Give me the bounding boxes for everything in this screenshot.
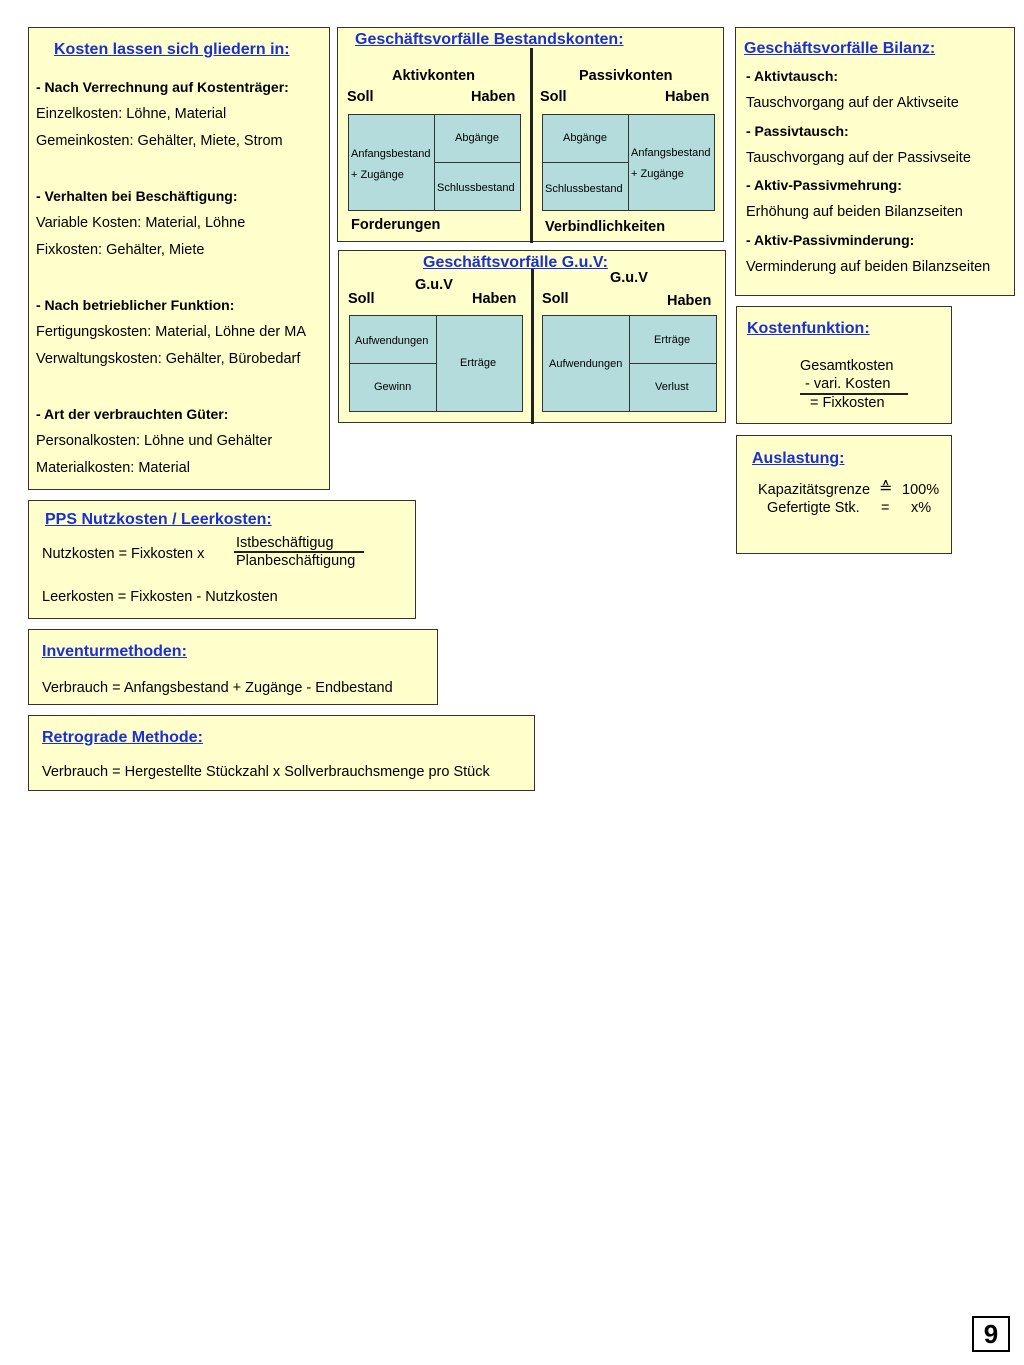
pps-fraction-denominator: Planbeschäftigung — [236, 553, 356, 569]
inventur-title: Inventurmethoden: — [42, 643, 187, 660]
passivkonten-label: Passivkonten — [579, 68, 673, 84]
guv-left-soll-bottom-cell — [349, 363, 437, 412]
guv-right-soll-cell — [542, 315, 630, 412]
kostenfunktion-title: Kostenfunktion: — [747, 320, 870, 337]
guv-right-verlust: Verlust — [655, 381, 689, 393]
guv-right-ertraege: Erträge — [654, 334, 691, 346]
bilanz-heading-4: - Aktiv-Passivminderung: — [746, 232, 915, 248]
bilanz-line-3: Erhöhung auf beiden Bilanzseiten — [746, 204, 963, 220]
kostenfunktion-line-3: = Fixkosten — [810, 395, 885, 411]
aktiv-abgaenge: Abgänge — [455, 132, 500, 144]
guv-left-gewinn: Gewinn — [374, 381, 412, 393]
bilanz-line-2: Tauschvorgang auf der Passivseite — [746, 150, 971, 166]
bestandskonten-box: Geschäftsvorfälle Bestandskonten: Aktivk… — [337, 27, 724, 243]
pps-formula-nutzkosten: Nutzkosten = Fixkosten x — [42, 546, 205, 562]
aktiv-anfangsbestand: Anfangsbestand — [351, 148, 431, 160]
passiv-anfangsbestand: Anfangsbestand — [631, 147, 711, 159]
kosten-line-1: Einzelkosten: Löhne, Material — [36, 106, 227, 122]
guv-right-haben-bottom-cell — [629, 363, 717, 412]
aktiv-haben-top-cell — [434, 114, 521, 163]
kosten-line-2: Gemeinkosten: Gehälter, Miete, Strom — [36, 133, 283, 149]
kosten-line-6: Verwaltungskosten: Gehälter, Bürobedarf — [36, 351, 301, 367]
inventur-formula: Verbrauch = Anfangsbestand + Zugänge - E… — [42, 680, 393, 696]
pps-fraction-numerator: Istbeschäftigug — [236, 535, 334, 551]
kostenfunktion-line-1: Gesamtkosten — [800, 358, 894, 374]
aktiv-haben-bottom-cell — [434, 162, 521, 211]
guv-right-label: G.u.V — [610, 270, 648, 286]
pps-formula-leerkosten: Leerkosten = Fixkosten - Nutzkosten — [42, 589, 278, 605]
passiv-abgaenge: Abgänge — [563, 132, 608, 144]
guv-right-haben-top-cell — [629, 315, 717, 364]
bilanz-box: Geschäftsvorfälle Bilanz: - Aktivtausch:… — [735, 27, 1015, 296]
auslastung-value-1: 100% — [902, 482, 940, 498]
passiv-haben-cell — [628, 114, 715, 211]
aktiv-soll-label: Soll — [347, 89, 374, 105]
auslastung-title: Auslastung: — [752, 450, 845, 467]
kostenfunktion-sum-line — [800, 393, 908, 395]
bilanz-line-1: Tauschvorgang auf der Aktivseite — [746, 95, 959, 111]
bilanz-title: Geschäftsvorfälle Bilanz: — [744, 40, 936, 57]
bilanz-line-4: Verminderung auf beiden Bilanzseiten — [746, 259, 991, 275]
kosten-heading-1: - Nach Verrechnung auf Kostenträger: — [36, 79, 289, 95]
guv-left-haben: Haben — [472, 291, 517, 307]
kosten-line-4: Fixkosten: Gehälter, Miete — [36, 242, 205, 258]
auslastung-line-1: Kapazitätsgrenze — [758, 482, 871, 498]
passiv-zugaenge: + Zugänge — [631, 168, 684, 180]
kosten-gliederung-title: Kosten lassen sich gliedern in: — [54, 41, 290, 58]
kosten-heading-3: - Nach betrieblicher Funktion: — [36, 297, 235, 313]
kosten-line-7: Personalkosten: Löhne und Gehälter — [36, 433, 273, 449]
guv-title: Geschäftsvorfälle G.u.V: — [423, 254, 608, 271]
guv-box: Geschäftsvorfälle G.u.V: G.u.V Soll Habe… — [338, 250, 726, 424]
kosten-line-5: Fertigungskosten: Material, Löhne der MA — [36, 324, 306, 340]
aktiv-zugaenge: + Zugänge — [351, 169, 404, 181]
retrograde-title: Retrograde Methode: — [42, 729, 203, 746]
verbindlichkeiten-label: Verbindlichkeiten — [545, 219, 666, 235]
aktiv-soll-cell — [348, 114, 435, 211]
kosten-gliederung-box: Kosten lassen sich gliedern in: - Nach V… — [28, 27, 330, 490]
kosten-heading-2: - Verhalten bei Beschäftigung: — [36, 188, 238, 204]
guv-left-aufwendungen: Aufwendungen — [355, 335, 429, 347]
bilanz-heading-3: - Aktiv-Passivmehrung: — [746, 177, 902, 193]
auslastung-symbol-2: = — [881, 500, 890, 516]
pps-box: PPS Nutzkosten / Leerkosten: Nutzkosten … — [28, 500, 416, 619]
pps-title: PPS Nutzkosten / Leerkosten: — [45, 511, 272, 528]
guv-right-soll: Soll — [542, 291, 569, 307]
inventur-box: Inventurmethoden: Verbrauch = Anfangsbes… — [28, 629, 438, 705]
aktiv-haben-label: Haben — [471, 89, 516, 105]
bilanz-heading-1: - Aktivtausch: — [746, 68, 839, 84]
guv-left-ertraege: Erträge — [460, 357, 497, 369]
auslastung-symbol-1: ≙ — [879, 480, 893, 497]
pps-fraction-line — [234, 551, 364, 553]
passiv-haben-label: Haben — [665, 89, 710, 105]
guv-divider — [531, 269, 534, 424]
kostenfunktion-line-2: - vari. Kosten — [805, 376, 891, 392]
aktivkonten-label: Aktivkonten — [392, 68, 475, 84]
guv-left-haben-cell — [436, 315, 523, 412]
guv-right-haben: Haben — [667, 293, 712, 309]
page-number: 9 — [972, 1316, 1010, 1352]
kosten-line-3: Variable Kosten: Material, Löhne — [36, 215, 246, 231]
retrograde-box: Retrograde Methode: Verbrauch = Hergeste… — [28, 715, 535, 791]
kosten-heading-4: - Art der verbrauchten Güter: — [36, 406, 229, 422]
bestandskonten-divider — [530, 48, 533, 243]
forderungen-label: Forderungen — [351, 217, 441, 233]
auslastung-value-2: x% — [911, 500, 932, 516]
guv-left-soll: Soll — [348, 291, 375, 307]
auslastung-line-2: Gefertigte Stk. — [767, 500, 860, 516]
guv-right-aufwendungen: Aufwendungen — [549, 358, 623, 370]
bilanz-heading-2: - Passivtausch: — [746, 123, 849, 139]
bestandskonten-title: Geschäftsvorfälle Bestandskonten: — [355, 31, 624, 48]
kosten-line-8: Materialkosten: Material — [36, 460, 190, 476]
guv-left-label: G.u.V — [415, 277, 453, 293]
auslastung-box: Auslastung: Kapazitätsgrenze Gefertigte … — [736, 435, 952, 554]
retrograde-formula: Verbrauch = Hergestellte Stückzahl x Sol… — [42, 764, 490, 780]
kostenfunktion-box: Kostenfunktion: Gesamtkosten - vari. Kos… — [736, 306, 952, 424]
aktiv-schlussbestand: Schlussbestand — [437, 182, 515, 194]
passiv-soll-label: Soll — [540, 89, 567, 105]
passiv-schlussbestand: Schlussbestand — [545, 183, 623, 195]
